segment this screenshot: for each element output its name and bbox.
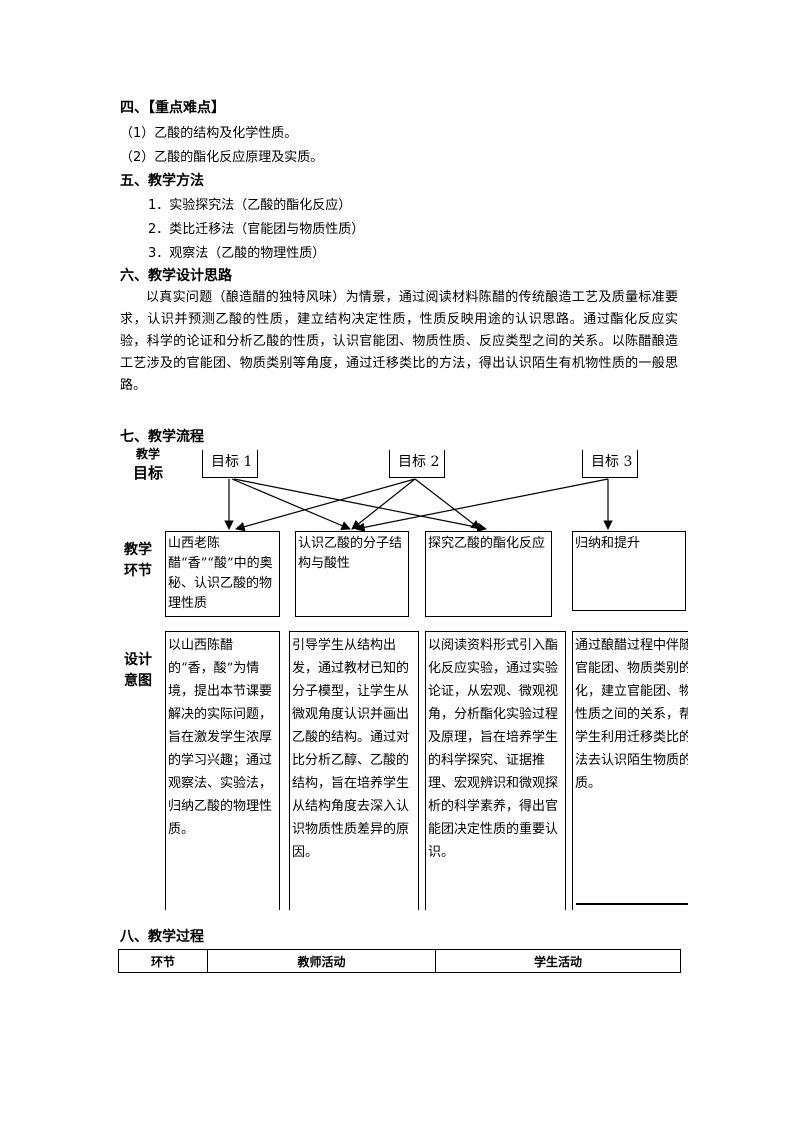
design-row-label-top: 设计	[124, 652, 152, 668]
section8-heading: 八、教学过程	[120, 929, 204, 945]
design-box-3: 以阅读资料形式引入酯化反应实验，通过实验论证，从宏观、微观视角，分析酯化实验过程…	[425, 631, 566, 910]
goal-box-1: 目标 1	[202, 450, 258, 478]
stage-box-1: 山西老陈醋“香”“酸”中的奥秘、认识乙酸的物理性质	[165, 531, 280, 617]
design-box-4-underline	[576, 903, 688, 905]
section5-item-2: 2．类比迁移法（官能团与物质性质）	[148, 222, 365, 237]
process-table-header-teacher: 教师活动	[207, 949, 436, 973]
design-row-label: 设计 意图	[120, 650, 156, 692]
process-table-header-student: 学生活动	[435, 949, 681, 973]
stage-box-4: 归纳和提升	[572, 531, 686, 611]
stage-box-2: 认识乙酸的分子结构与酸性	[295, 531, 409, 617]
arrow-goal1-stage2	[231, 478, 351, 531]
arrow-goal3-stage2	[355, 478, 609, 533]
section4-item-1: （1）乙酸的结构及化学性质。	[120, 126, 298, 141]
goal-box-2: 目标 2	[389, 450, 445, 478]
stage-row-label-top: 教学	[124, 542, 152, 558]
goal-row-label-bottom: 目标	[132, 464, 163, 482]
process-table-header-stage: 环节	[118, 949, 208, 973]
process-table-header-row: 环节 教师活动 学生活动	[118, 949, 681, 973]
section7-heading: 七、教学流程	[120, 429, 204, 445]
section6-paragraph: 以真实问题（酿造醋的独特风味）为情景，通过阅读材料陈醋的传统酿造工艺及质量标准要…	[120, 290, 678, 393]
arrow-goal2-stage3	[414, 478, 481, 530]
design-box-4: 通过酿醋过程中伴随的官能团、物质类别的转化，建立官能团、物质性质之间的关系，帮助…	[572, 631, 688, 910]
goal-box-3: 目标 3	[582, 450, 638, 478]
section4-item-2: （2）乙酸的酯化反应原理及实质。	[120, 150, 324, 165]
section4-heading: 四、【重点难点】	[120, 100, 225, 116]
arrow-goal2-stage1	[235, 478, 416, 532]
stage-box-3: 探究乙酸的酯化反应	[425, 531, 552, 617]
stage-row-label: 教学 环节	[120, 540, 156, 582]
section5-heading: 五、教学方法	[120, 173, 204, 189]
arrow-goal1-stage3	[233, 478, 487, 533]
design-box-2: 引导学生从结构出发，通过教材已知的分子模型，让学生从微观角度认识并画出乙酸的结构…	[289, 631, 419, 910]
goal-row-label: 教学 目标	[120, 446, 176, 484]
design-box-4-text: 通过酿醋过程中伴随的官能团、物质类别的转化，建立官能团、物质性质之间的关系，帮助…	[575, 638, 688, 791]
process-table: 环节 教师活动 学生活动	[118, 949, 681, 973]
section5-item-1: 1．实验探究法（乙酸的酯化反应）	[148, 198, 352, 213]
goal-row-label-top: 教学	[135, 447, 160, 461]
section6-heading: 六、教学设计思路	[120, 268, 232, 284]
stage-row-label-bottom: 环节	[124, 563, 152, 579]
design-row-label-bottom: 意图	[124, 673, 152, 689]
design-box-1: 以山西陈醋的“香，酸”为情境，提出本节课要解决的实际问题，旨在激发学生浓厚的学习…	[165, 631, 280, 910]
arrow-goal2-stage2	[351, 478, 416, 530]
section5-item-3: 3．观察法（乙酸的物理性质）	[148, 246, 326, 261]
